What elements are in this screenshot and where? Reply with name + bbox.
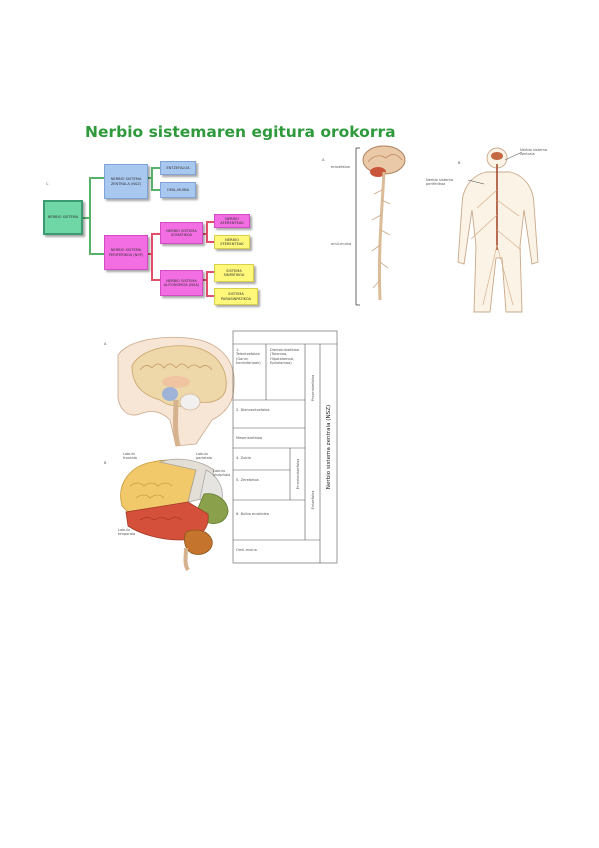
label-nsz: Nerbio sistema zentrala bbox=[520, 148, 548, 157]
anatomy-label-b: B bbox=[458, 161, 461, 165]
box-parasinpatikoa: SISTEMA PARASINPATIKOA bbox=[214, 288, 258, 305]
row-diensentzefaloa: 2. Diensentzefaloa bbox=[236, 408, 270, 412]
diagram-label-c: C bbox=[46, 182, 49, 186]
box-eferenteak: NERBIO EFERENTEAK bbox=[214, 235, 250, 249]
row-omil-muina: Omil-muina bbox=[236, 548, 257, 552]
box-somatikoa: NERBIO SISTEMA SOMATIKOA bbox=[160, 222, 203, 244]
box-nerbio-sistema: NERBIO SISTEMA bbox=[43, 200, 83, 235]
box-aferenteak: NERBIO AFERENTEAK bbox=[214, 214, 250, 228]
row-diensentzefaloa-detail: Diensentzefaloa (Talamoa, Hipotalamoa, E… bbox=[270, 348, 299, 366]
anatomy-label-a: A bbox=[322, 158, 325, 162]
box-nsp: NERBIO SISTEMA PERIFERIKOA (NSP) bbox=[104, 235, 148, 270]
label-omil-muina: omil-muina bbox=[331, 242, 352, 246]
label-nsz-vertical: Nerbio sistema zentrala (NSZ) bbox=[326, 404, 332, 490]
row-mesentzefaloa: Mesentzefaloa bbox=[236, 436, 263, 440]
row-telentzefaloa: 1. Telentzefaloa (Garun hemisferioak) bbox=[236, 348, 261, 366]
page-title: Nerbio sistemaren egitura orokorra bbox=[85, 123, 396, 141]
box-autonomoa: NERBIO SISTEMA AUTONOMOA (NSA) bbox=[160, 270, 203, 296]
label-nsp: Nerbio sistema periferikoa bbox=[426, 178, 454, 187]
label-lobulu-okzipitala: Lobulu okzipitala bbox=[213, 469, 231, 478]
brain-label-a: A bbox=[104, 342, 107, 346]
label-lobulu-parietala: Lobulu parietala bbox=[196, 452, 212, 461]
label-lobulu-frontala: Lobulu frontala bbox=[123, 452, 137, 461]
brain-label-b: B bbox=[104, 461, 107, 465]
row-bulbo: 6. Bulbo errakidea bbox=[236, 512, 270, 516]
row-zubia: 4. Zubia bbox=[236, 456, 251, 460]
box-omil-muina: OMIL-MUINA bbox=[160, 182, 196, 198]
label-lobulu-tenporala: Lobulu tenporala bbox=[118, 528, 136, 537]
label-entzefaloa-table: Entzefaloa bbox=[310, 490, 315, 510]
label-entzefaloa: entzefaloa bbox=[331, 165, 350, 169]
box-nsz: NERBIO SISTEMA ZENTRALA (NSZ) bbox=[104, 164, 148, 199]
box-entzefaloa: ENTZEFALOA bbox=[160, 161, 196, 175]
label-prosentzefaloa: Prosentzefaloa bbox=[310, 374, 315, 402]
label-erronbentzefaloa: Erronbentzefaloa bbox=[295, 458, 300, 490]
row-zerebeloa: 5. Zerebeloa bbox=[236, 478, 259, 482]
box-sinpatikoa: SISTEMA SINPATIKOA bbox=[214, 264, 254, 282]
